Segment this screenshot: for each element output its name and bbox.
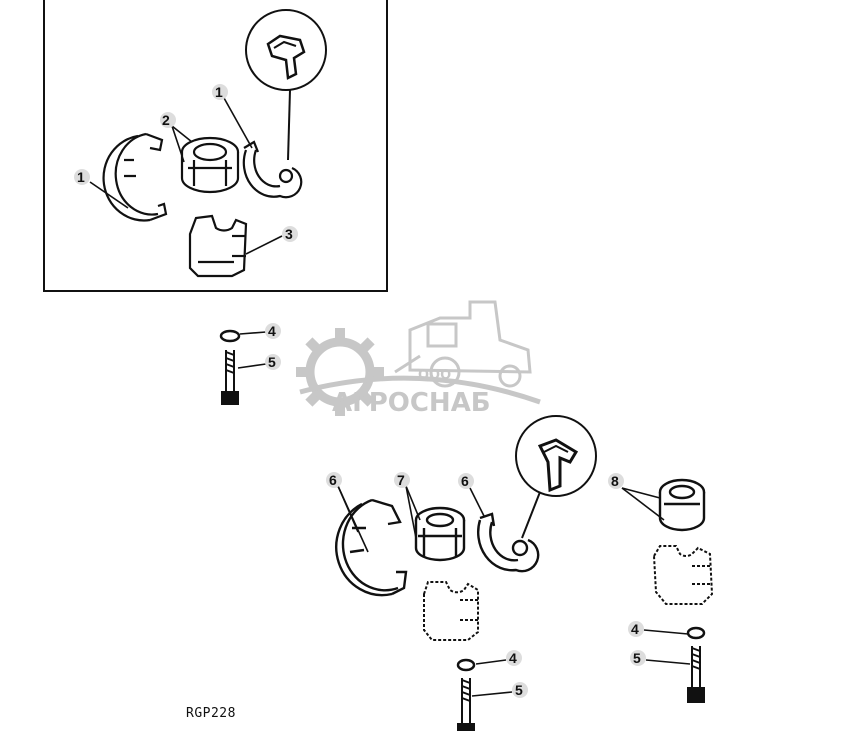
- callout-label: 6: [461, 473, 469, 489]
- callout-label: 1: [215, 84, 223, 100]
- callout-label: 8: [611, 473, 619, 489]
- callout-label: 1: [77, 169, 85, 185]
- inset-thrust-washer-hook: [242, 140, 303, 199]
- inset-bearing-cap: [188, 214, 248, 278]
- thrust-washer-hook: [477, 512, 540, 573]
- watermark-prefix: ООО: [418, 368, 451, 383]
- inset-bearing-insert: [180, 136, 240, 194]
- inset-detail-magnifier: [245, 9, 327, 161]
- inset-panel: 1 2 1 3: [43, 0, 388, 292]
- cap-bolt: [457, 678, 475, 731]
- callout-label: 3: [285, 226, 293, 242]
- main-bearing-group: 4 5 4 5 6: [326, 415, 714, 731]
- callout-label: 5: [515, 682, 523, 698]
- thrust-washer-left: [335, 498, 408, 597]
- lock-washer: [219, 329, 241, 343]
- inset-callouts: 1 2 1 3: [74, 84, 298, 255]
- inset-thrust-washer-left: [102, 132, 168, 222]
- main-callouts: 6 7 6 8: [326, 472, 665, 553]
- callout-label: 6: [329, 472, 337, 488]
- watermark-brand: АГРОСНАБ: [332, 388, 491, 418]
- callout-label: 7: [397, 472, 405, 488]
- swoosh-stroke: [299, 375, 541, 405]
- lock-washer: [686, 626, 706, 640]
- callout-label: 5: [268, 354, 276, 370]
- watermark-logo: ООО АГРОСНАБ: [296, 300, 541, 418]
- callout-label: 2: [162, 112, 170, 128]
- left-cap-bolt-assembly: 4 5: [219, 323, 281, 405]
- main-detail-magnifier: [515, 415, 597, 539]
- callout-label: 5: [633, 650, 641, 666]
- figure-code: RGP228: [186, 706, 236, 721]
- harvester-icon: [394, 300, 532, 388]
- upper-bearing-cap-dashed: [652, 545, 714, 605]
- main-bearing-insert: [414, 506, 466, 562]
- callout-label: 4: [268, 323, 276, 339]
- cap-bolt: [687, 646, 705, 703]
- upper-bearing-insert: [658, 478, 706, 532]
- callout-label: 4: [631, 621, 639, 637]
- main-bearing-cap-dashed: [423, 581, 479, 641]
- lock-washer: [456, 658, 476, 672]
- cap-bolt: [221, 350, 239, 405]
- right-cap-bolt-assembly: 4 5: [628, 621, 706, 703]
- bottom-cap-bolt-assembly: 4 5: [456, 650, 528, 731]
- callout-label: 4: [509, 650, 517, 666]
